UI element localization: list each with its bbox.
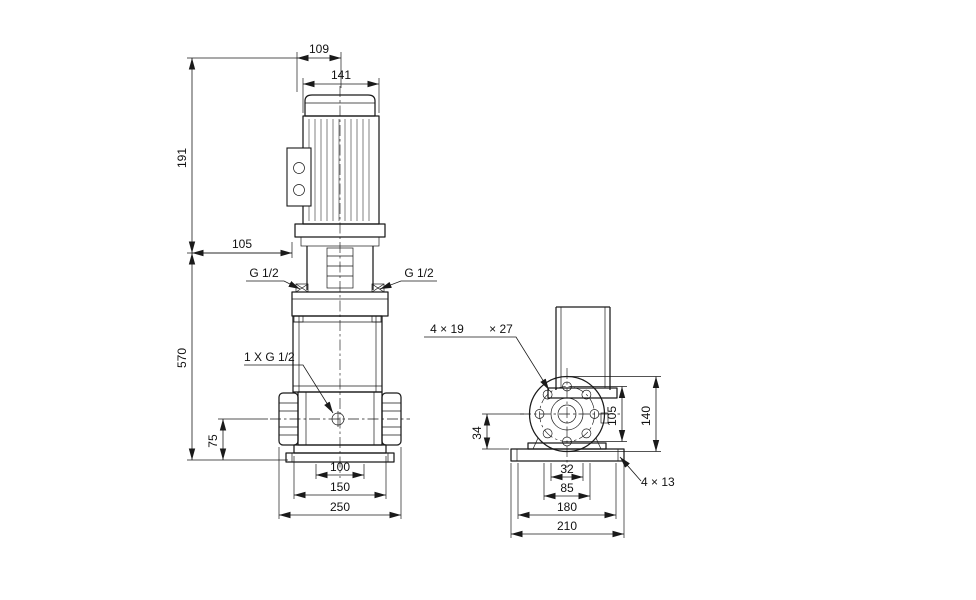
bolt-hole	[534, 409, 545, 419]
column	[547, 306, 618, 399]
dim-34: 34	[470, 413, 524, 450]
label-base-holes: 4 × 13	[619, 456, 675, 489]
label-drain: 1 X G 1/2	[244, 350, 334, 414]
port-bore-circle	[557, 404, 577, 424]
bolt-circle	[539, 386, 595, 442]
base-plate-side	[510, 437, 625, 462]
dim-140-text: 140	[639, 406, 653, 426]
dim-32: 32	[550, 462, 584, 481]
staybolt-nut-right	[371, 315, 382, 323]
dim-32-text: 32	[560, 462, 574, 476]
port-flange	[528, 375, 609, 453]
base-holes-label-text: 4 × 13	[641, 475, 675, 489]
dim-75: 75	[206, 418, 268, 460]
dim-150-text: 150	[330, 480, 350, 494]
dim-191: 191	[175, 58, 196, 253]
dim-570-text: 570	[175, 348, 189, 368]
dim-105-front: 105	[187, 237, 293, 258]
label-flange-holes: 4 × 19 × 27	[424, 322, 550, 391]
dim-250-text: 250	[330, 500, 350, 514]
label-port-left: G 1/2	[246, 266, 301, 290]
dim-570: 570	[175, 253, 288, 461]
cable-entry-top	[293, 162, 305, 174]
dim-191-text: 191	[175, 148, 189, 168]
pump-head-side	[547, 387, 618, 399]
port-right-label-text: G 1/2	[404, 266, 434, 280]
dim-141-text: 141	[331, 68, 351, 82]
port-left-label-text: G 1/2	[249, 266, 279, 280]
dim-75-text: 75	[206, 434, 220, 448]
dim-85: 85	[543, 463, 591, 500]
coupling	[326, 247, 354, 289]
motor	[286, 94, 386, 247]
terminal-box	[286, 147, 312, 207]
dim-100-text: 100	[330, 460, 350, 474]
dim-105-side: 105	[570, 386, 627, 442]
dim-150: 150	[293, 456, 387, 499]
dim-250: 250	[278, 447, 402, 519]
dim-109-text: 109	[309, 42, 329, 56]
staybolt-nut-left	[293, 315, 304, 323]
front-view: 109 141 191 105 570	[175, 42, 437, 519]
motor-cooling-fins	[308, 119, 370, 221]
discharge-flange	[381, 392, 402, 446]
motor-stool-plate	[300, 236, 380, 247]
label-port-right: G 1/2	[379, 266, 437, 290]
side-view: 4 × 19 × 27 34 105 140	[424, 306, 675, 538]
dim-141: 141	[302, 68, 380, 113]
cable-entry-bottom	[293, 184, 305, 196]
base-plate	[510, 448, 625, 462]
nameplate-detail	[600, 412, 609, 424]
flange-outer-circle	[528, 375, 606, 453]
coupling-section	[295, 246, 385, 293]
dim-105-side-text: 105	[605, 406, 619, 426]
flange-holes-label-1-text: 4 × 19	[430, 322, 464, 336]
chamber-stack	[292, 315, 383, 393]
dim-100: 100	[315, 460, 365, 479]
dim-140: 140	[570, 376, 661, 452]
flange-holes-label-2-text: × 27	[489, 322, 513, 336]
dim-180: 180	[517, 463, 617, 519]
raised-face-circle	[550, 397, 584, 431]
bolt-hole	[542, 428, 553, 439]
dim-210: 210	[510, 463, 625, 538]
dim-109: 109	[187, 42, 342, 92]
dim-85-text: 85	[560, 481, 574, 495]
bolt-hole	[581, 428, 592, 439]
dim-210-text: 210	[557, 519, 577, 533]
drain-label-text: 1 X G 1/2	[244, 350, 295, 364]
bolt-hole	[589, 409, 600, 419]
suction-flange	[278, 392, 299, 446]
bolt-hole	[542, 389, 553, 400]
dim-34-text: 34	[470, 426, 484, 440]
pump-base	[285, 444, 395, 463]
bolt-hole	[581, 389, 592, 400]
dim-105-front-text: 105	[232, 237, 252, 251]
dim-180-text: 180	[557, 500, 577, 514]
